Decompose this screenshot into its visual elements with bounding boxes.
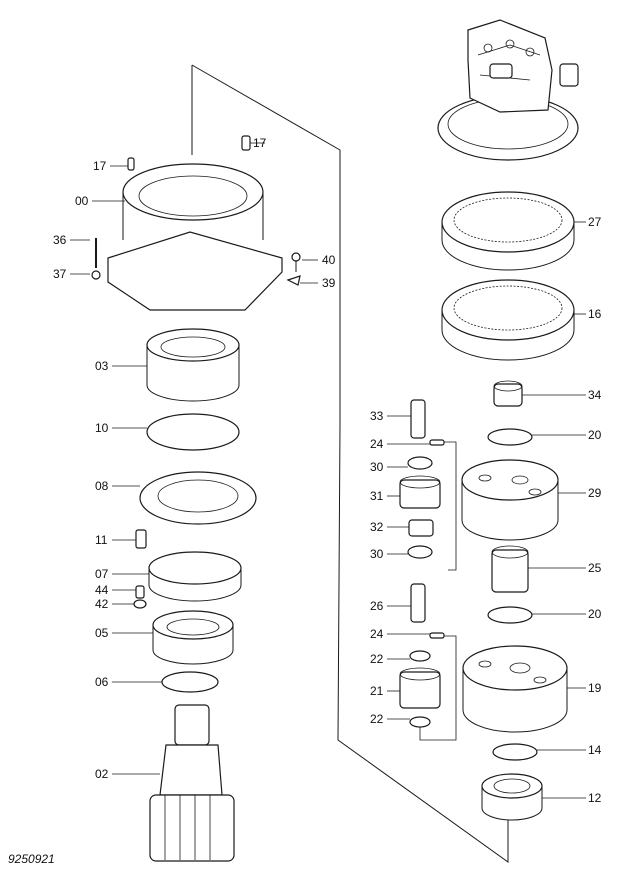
bearing-03-part: [146, 328, 240, 402]
leader-lines: [70, 142, 586, 799]
callout-29: 29: [588, 486, 602, 500]
callout-34: 34: [588, 388, 602, 402]
callout-22a: 22: [370, 652, 384, 666]
callout-20b: 20: [588, 607, 602, 621]
callout-39: 39: [322, 276, 336, 290]
callout-20a: 20: [588, 428, 602, 442]
callout-10: 10: [95, 421, 109, 435]
callout-05: 05: [95, 626, 109, 640]
callout-37: 37: [53, 267, 67, 281]
callout-12: 12: [588, 791, 602, 805]
bearing-05-part: [152, 610, 234, 665]
callout-00: 00: [75, 194, 89, 208]
bolt-11-part: [135, 529, 147, 549]
callout-30b: 30: [370, 547, 384, 561]
retainer-08-part: [139, 471, 257, 525]
pin-17a-part: [241, 135, 251, 151]
thrust-plate-20b-part: [487, 606, 533, 624]
callout-31: 31: [370, 489, 384, 503]
callout-26: 26: [370, 599, 384, 613]
callout-40: 40: [322, 253, 336, 267]
callout-08: 08: [95, 479, 109, 493]
assembly-boundary-line: [191, 64, 509, 863]
callout-30a: 30: [370, 460, 384, 474]
lock-plate-39-part: [286, 275, 301, 286]
callout-44: 44: [95, 583, 109, 597]
shim-06-part: [161, 671, 219, 693]
pin-26-part: [410, 583, 426, 623]
callout-17a: 17: [253, 136, 267, 150]
carrier-29-part: [461, 459, 559, 541]
callout-19: 19: [588, 681, 602, 695]
callout-33: 33: [370, 409, 384, 423]
washer-42-part: [133, 599, 147, 609]
pin-17b-part: [127, 157, 135, 171]
callout-24b: 24: [370, 627, 384, 641]
ring-gear-16-part: [441, 279, 575, 361]
bearing-12-part: [481, 773, 543, 821]
callout-42: 42: [95, 597, 109, 611]
callout-25: 25: [588, 561, 602, 575]
ring-30b-part: [407, 545, 433, 559]
thrust-plate-20a-part: [487, 428, 533, 446]
callout-21: 21: [370, 684, 384, 698]
shaft-02-part: [149, 704, 235, 862]
callout-02: 02: [95, 767, 109, 781]
document-number: 9250921: [8, 852, 55, 866]
callout-24a: 24: [370, 437, 384, 451]
seal-07-part: [148, 551, 242, 602]
pin-24b-part: [429, 632, 445, 639]
ring-30a-part: [407, 456, 433, 470]
carrier-19-part: [462, 645, 568, 733]
callout-36: 36: [53, 233, 67, 247]
bearing-32-part: [408, 519, 434, 537]
callout-17b: 17: [93, 159, 107, 173]
ring-22a-part: [409, 650, 431, 662]
swing-motor-part: [437, 19, 579, 161]
callout-06: 06: [95, 675, 109, 689]
planet-gear-31-part: [399, 475, 441, 509]
ring-22b-part: [409, 716, 431, 728]
housing-00-part: [107, 163, 283, 311]
pin-33-part: [410, 399, 426, 439]
callout-11: 11: [95, 533, 108, 547]
planet-gear-21-part: [399, 667, 441, 709]
callout-14: 14: [588, 743, 602, 757]
sun-gear-34-part: [493, 380, 523, 407]
ring-gear-27-part: [441, 191, 575, 271]
washer-37-part: [91, 270, 101, 280]
callout-22b: 22: [370, 712, 384, 726]
bolt-44-part: [135, 585, 145, 599]
callout-07: 07: [95, 567, 109, 581]
callout-03: 03: [95, 359, 109, 373]
pin-24a-part: [429, 439, 445, 446]
sun-gear-25-part: [491, 545, 529, 593]
callout-16: 16: [588, 307, 602, 321]
bolt-40-part: [291, 252, 301, 272]
snap-ring-14-part: [492, 743, 538, 761]
callout-32: 32: [370, 520, 384, 534]
shim-10-part: [146, 413, 240, 451]
callout-27: 27: [588, 215, 602, 229]
